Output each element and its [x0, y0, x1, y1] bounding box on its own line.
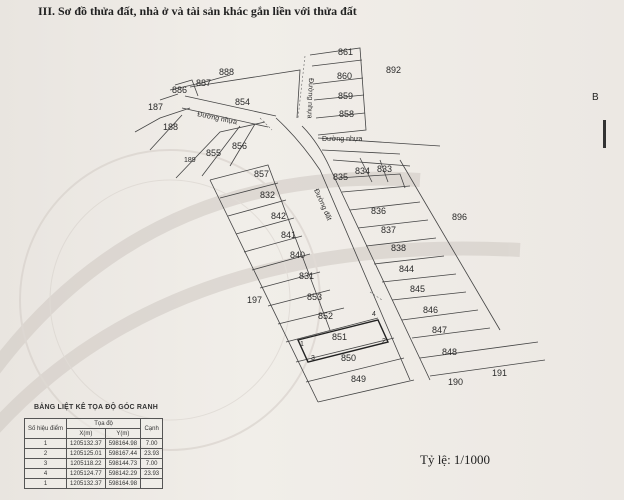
corner-3: 3 [311, 355, 315, 362]
table-row: 2 1205125.01 598167.44 23.93 [23, 448, 164, 459]
lot-191: 191 [492, 368, 507, 378]
lot-860: 860 [337, 71, 352, 81]
lot-832: 832 [260, 190, 275, 200]
table-row: 1 1205132.37 598164.98 [23, 478, 164, 489]
lot-848: 848 [442, 347, 457, 357]
lot-853: 853 [307, 292, 322, 302]
scale-label: Tỷ lệ: 1/1000 [420, 452, 491, 467]
lot-858: 858 [339, 109, 354, 119]
road-label-diagonal: Đường đất [312, 187, 334, 222]
lot-837: 837 [381, 225, 396, 235]
lot-190: 190 [448, 377, 463, 387]
header-edge: Cạnh [140, 418, 164, 439]
lot-852: 852 [318, 311, 333, 321]
lot-834: 834 [355, 166, 370, 176]
lot-842: 842 [271, 211, 286, 221]
lot-859: 859 [338, 91, 353, 101]
dashed-boundaries [259, 55, 383, 301]
lot-838: 838 [391, 243, 406, 253]
lot-856: 856 [232, 141, 247, 151]
corner-4: 4 [372, 311, 376, 318]
lot-846: 846 [423, 305, 438, 315]
lot-857: 857 [254, 169, 269, 179]
coordinate-table-title: BẢNG LIỆT KÊ TỌA ĐỘ GÓC RANH [34, 404, 158, 411]
lot-847: 847 [432, 325, 447, 335]
lot-187: 187 [148, 102, 163, 112]
lot-850: 850 [341, 353, 356, 363]
lot-851: 851 [332, 332, 347, 342]
lot-849: 849 [351, 374, 366, 384]
lot-892: 892 [386, 65, 401, 75]
header-y: Y(m) [104, 428, 142, 439]
header-coords: Tọa độ [66, 418, 142, 429]
corner-1: 1 [300, 341, 304, 348]
lot-887: 887 [196, 78, 211, 88]
lot-888: 888 [219, 67, 234, 77]
lot-844: 844 [399, 264, 414, 274]
lot-835: 835 [333, 172, 348, 182]
road-label-upper-left: Đường nhựa [197, 111, 238, 126]
table-row: 3 1205118.22 598144.73 7.00 [23, 458, 164, 469]
coordinate-table: Số hiệu điểm Tọa độ Cạnh X(m) Y(m) 1 120… [23, 418, 164, 489]
side-mark: B [592, 92, 599, 103]
lot-896: 896 [452, 212, 467, 222]
parcel-lines [134, 47, 546, 403]
lot-861: 861 [338, 47, 353, 57]
lot-845: 845 [410, 284, 425, 294]
lot-855: 855 [206, 148, 221, 158]
lot-831: 831 [299, 271, 314, 281]
table-row: 1 1205132.37 598164.98 7.00 [23, 438, 164, 449]
lot-836: 836 [371, 206, 386, 216]
lot-833: 833 [377, 164, 392, 174]
lot-854: 854 [235, 97, 250, 107]
header-point: Số hiệu điểm [23, 418, 68, 439]
corner-2: 2 [382, 338, 386, 345]
section-title: III. Sơ đồ thửa đất, nhà ở và tài sản kh… [38, 4, 357, 18]
lot-886: 886 [172, 85, 187, 95]
lot-197: 197 [247, 295, 262, 305]
road-label-vertical: Đường nhựa [306, 78, 314, 119]
table-row: 4 1205124.77 598142.29 23.93 [23, 468, 164, 479]
lot-841: 841 [281, 230, 296, 240]
header-x: X(m) [66, 428, 106, 439]
lot-188: 188 [163, 122, 178, 132]
road-label-horizontal: Đường nhựa [322, 136, 363, 143]
lot-189: 189 [184, 157, 196, 164]
lot-840: 840 [290, 250, 305, 260]
side-mark-line [603, 120, 606, 148]
